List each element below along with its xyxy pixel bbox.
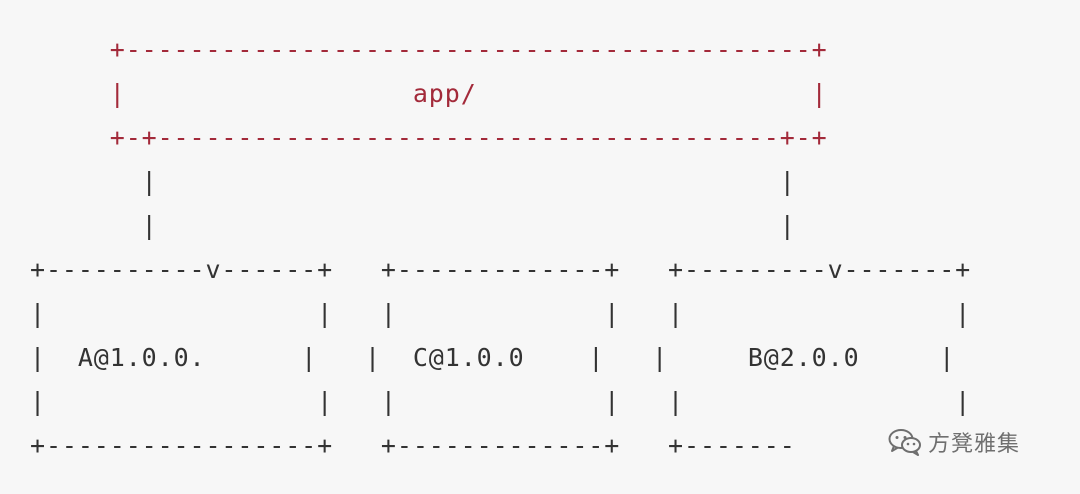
package-boxes-row-1: | | | | | | bbox=[30, 299, 972, 328]
package-label-c: C@1.0.0 bbox=[412, 343, 525, 372]
app-label: app/ bbox=[412, 79, 477, 108]
watermark: 方凳雅集 bbox=[888, 426, 1020, 458]
edge-connector-1: | | bbox=[30, 167, 796, 196]
watermark-text: 方凳雅集 bbox=[928, 432, 1021, 457]
ascii-dependency-diagram: +---------------------------------------… bbox=[30, 28, 971, 468]
package-label-b: B@2.0.0 bbox=[747, 343, 860, 372]
package-boxes-top-border: +----------v------+ +-------------+ +---… bbox=[30, 255, 972, 284]
app-box-top-border: +---------------------------------------… bbox=[30, 35, 828, 64]
edge-connector-2: | | bbox=[30, 211, 796, 240]
package-boxes-row-labels: | A@1.0.0. | | C@1.0.0 | | B@2.0.0 | bbox=[30, 343, 956, 372]
package-boxes-row-3: | | | | | | bbox=[30, 387, 972, 416]
app-box-middle: | app/ | bbox=[30, 79, 828, 108]
package-boxes-bottom-border: +-----------------+ +-------------+ +---… bbox=[30, 431, 796, 460]
app-box-bottom-border: +-+-------------------------------------… bbox=[30, 123, 828, 152]
wechat-icon bbox=[888, 429, 921, 456]
package-label-a: A@1.0.0. bbox=[77, 343, 206, 372]
